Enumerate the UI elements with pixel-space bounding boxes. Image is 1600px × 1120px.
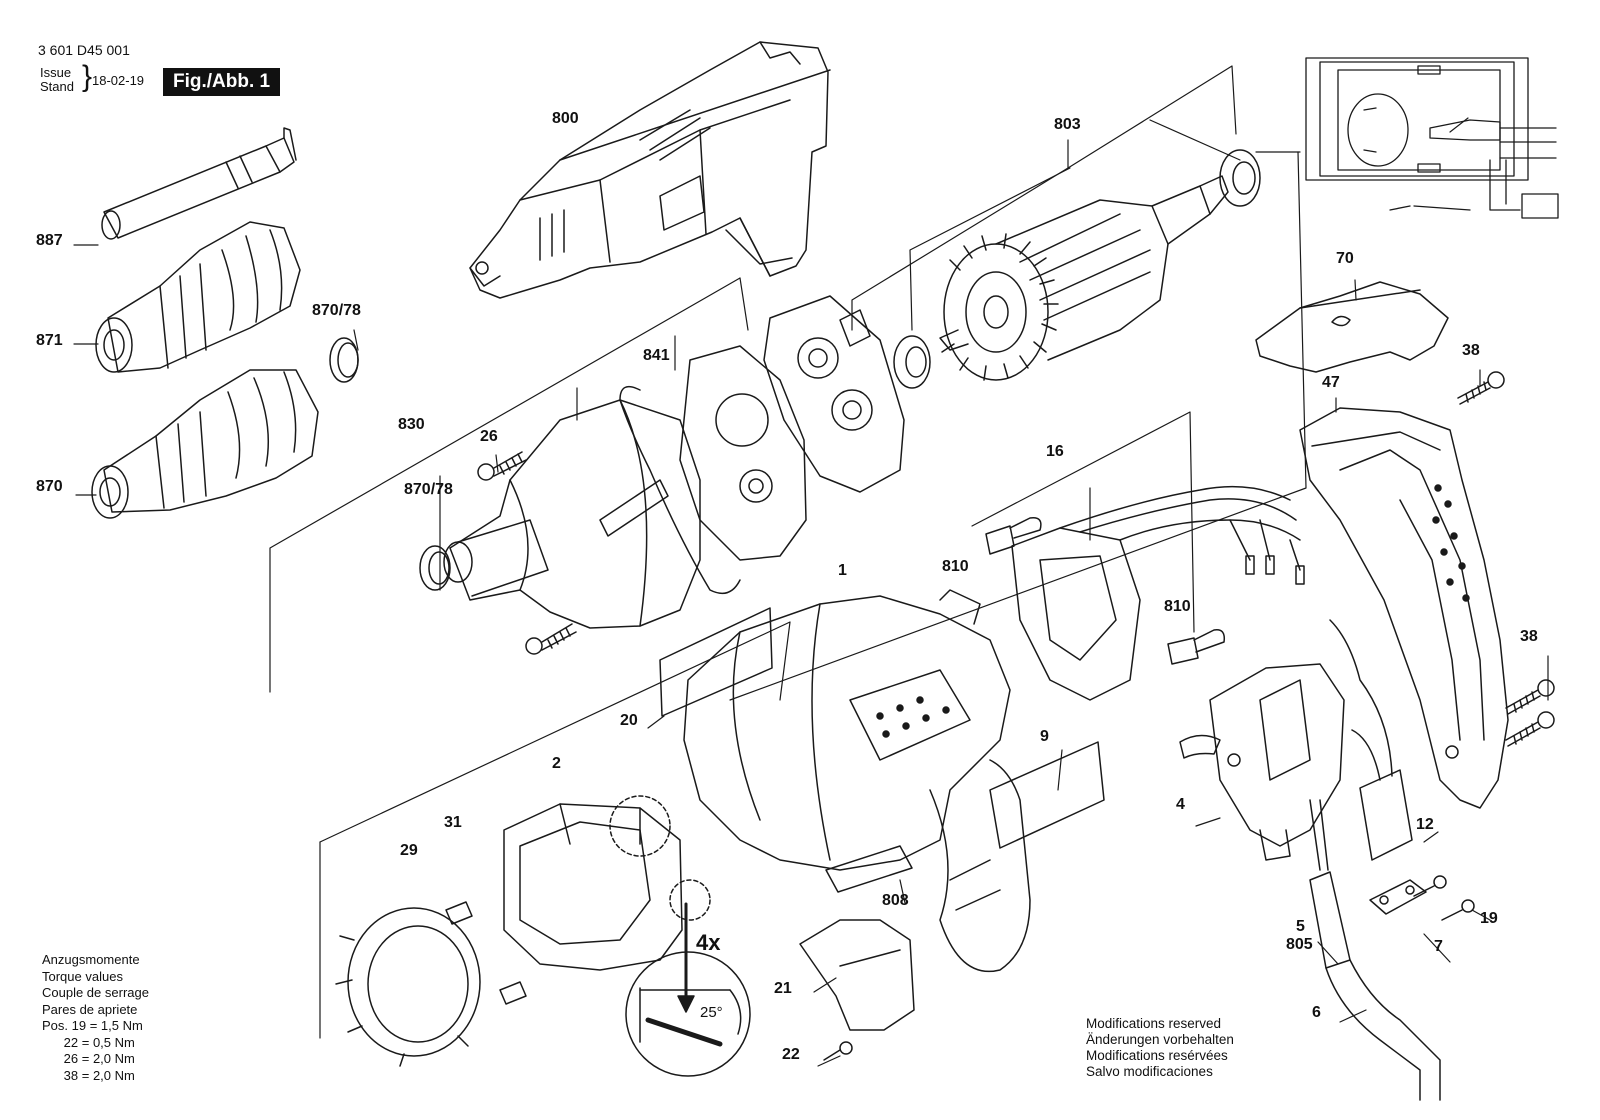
label-808 <box>825 845 913 893</box>
seal-841 <box>619 385 741 595</box>
label-20 <box>659 607 773 717</box>
part-label-870-78-mid: 870/78 <box>404 481 453 498</box>
part-label-1: 1 <box>838 562 847 579</box>
carbon-brush-810-left <box>985 517 1042 555</box>
torque-value-22: 22 = 0,5 Nm <box>42 1034 135 1050</box>
part-label-2: 2 <box>552 755 561 772</box>
part-label-38-right: 38 <box>1520 628 1538 645</box>
figure-badge: Fig./Abb. 1 <box>163 68 281 96</box>
armature-803 <box>939 175 1229 381</box>
capacitor-12 <box>1329 619 1413 861</box>
torque-line-es: Pares de apriete <box>42 1001 138 1017</box>
part-label-887: 887 <box>36 232 63 249</box>
part-label-20: 20 <box>620 712 638 729</box>
part-label-810-right: 810 <box>1164 598 1191 615</box>
part-label-841: 841 <box>643 347 670 364</box>
part-label-29: 29 <box>400 842 418 859</box>
intermediate-flange <box>679 345 807 561</box>
press-detail-4x <box>625 902 751 1077</box>
part-label-16: 16 <box>1046 443 1064 460</box>
bearing-803-left <box>893 335 931 389</box>
part-label-808: 808 <box>882 892 909 909</box>
screw-38-right-upper <box>1505 679 1555 715</box>
torque-line-de: Anzugsmomente <box>42 952 140 967</box>
retaining-ring-870-78-mid <box>419 545 451 591</box>
angle-label: 25° <box>700 1004 723 1021</box>
part-label-7: 7 <box>1434 938 1443 955</box>
part-label-803: 803 <box>1054 116 1081 133</box>
modifications-en: Modifications reserved <box>1086 1016 1222 1031</box>
part-label-22: 22 <box>782 1046 800 1063</box>
bearing-803-right <box>1219 149 1261 207</box>
issue-date: 18-02-19 <box>92 73 145 88</box>
brush-holder-16 <box>1011 485 1305 701</box>
part-label-830: 830 <box>398 416 425 433</box>
part-label-870-78-top: 870/78 <box>312 302 361 319</box>
torque-value-19: Pos. 19 = 1,5 Nm <box>42 1018 143 1033</box>
bearing-plate <box>763 295 905 493</box>
modifications-fr: Modifications resérvées <box>1086 1048 1228 1063</box>
part-label-47: 47 <box>1322 374 1340 391</box>
part-label-4: 4 <box>1176 796 1185 813</box>
modifications-de: Änderungen vorbehalten <box>1086 1032 1234 1047</box>
part-label-870: 870 <box>36 478 63 495</box>
modifications-es: Salvo modificaciones <box>1086 1064 1213 1079</box>
part-label-70: 70 <box>1336 250 1354 267</box>
part-label-871: 871 <box>36 332 63 349</box>
part-label-21: 21 <box>774 980 792 997</box>
switch-cover-70 <box>1255 281 1449 373</box>
screw-26-lower <box>525 623 577 655</box>
handle-half-47 <box>1299 407 1509 809</box>
torque-note: Anzugsmomente Torque values Couple de se… <box>42 952 149 1084</box>
torque-value-26: 26 = 2,0 Nm <box>42 1051 135 1066</box>
gear-housing-830 <box>443 399 701 629</box>
part-label-5: 5 <box>1296 918 1305 935</box>
torque-value-38: 38 = 2,0 Nm <box>42 1067 135 1083</box>
screw-38-top <box>1457 371 1505 405</box>
part-label-26: 26 <box>480 428 498 445</box>
issue-label-en: Issue <box>40 65 72 80</box>
pin-31 <box>445 901 527 1005</box>
label-9 <box>989 741 1105 849</box>
wiring-diagram <box>1305 57 1559 219</box>
carbon-brush-810-right <box>1167 629 1226 665</box>
depth-locator-870 <box>91 369 319 519</box>
motor-housing-1 <box>683 589 1031 973</box>
cord-clamp-7 <box>1369 879 1427 915</box>
screw-19 <box>1413 875 1475 921</box>
field-stator-2 <box>503 795 711 971</box>
bit-holder-887 <box>101 127 297 240</box>
cover-21 <box>799 919 915 1031</box>
part-label-810-left: 810 <box>942 558 969 575</box>
part-label-805: 805 <box>1286 936 1313 953</box>
modifications-note: Modifications reserved Änderungen vorbeh… <box>1086 1016 1234 1080</box>
magazine-attachment-800 <box>469 41 831 299</box>
part-label-12: 12 <box>1416 816 1434 833</box>
screw-26 <box>477 451 527 481</box>
press-count-label: 4x <box>696 930 721 955</box>
part-label-19: 19 <box>1480 910 1498 927</box>
torque-line-en: Torque values <box>42 968 123 984</box>
retaining-ring-870-78-top <box>329 337 359 383</box>
leader-lines <box>73 65 1549 1067</box>
depth-locator-871 <box>95 221 301 373</box>
issue-label-de: Stand <box>40 79 74 94</box>
part-label-800: 800 <box>552 110 579 127</box>
retaining-ring-29 <box>335 907 481 1067</box>
part-label-9: 9 <box>1040 728 1049 745</box>
issue-label: Issue Stand <box>40 66 74 94</box>
part-label-6: 6 <box>1312 1004 1321 1021</box>
power-cord-5-805-6 <box>1309 799 1441 1101</box>
brace-glyph: } <box>82 60 93 93</box>
part-label-38-top: 38 <box>1462 342 1480 359</box>
switch-4 <box>1179 663 1345 861</box>
torque-line-fr: Couple de serrage <box>42 985 149 1000</box>
document-number: 3 601 D45 001 <box>38 42 130 58</box>
screw-38-right-lower <box>1505 711 1555 747</box>
part-label-31: 31 <box>444 814 462 831</box>
screw-22 <box>823 1041 853 1061</box>
